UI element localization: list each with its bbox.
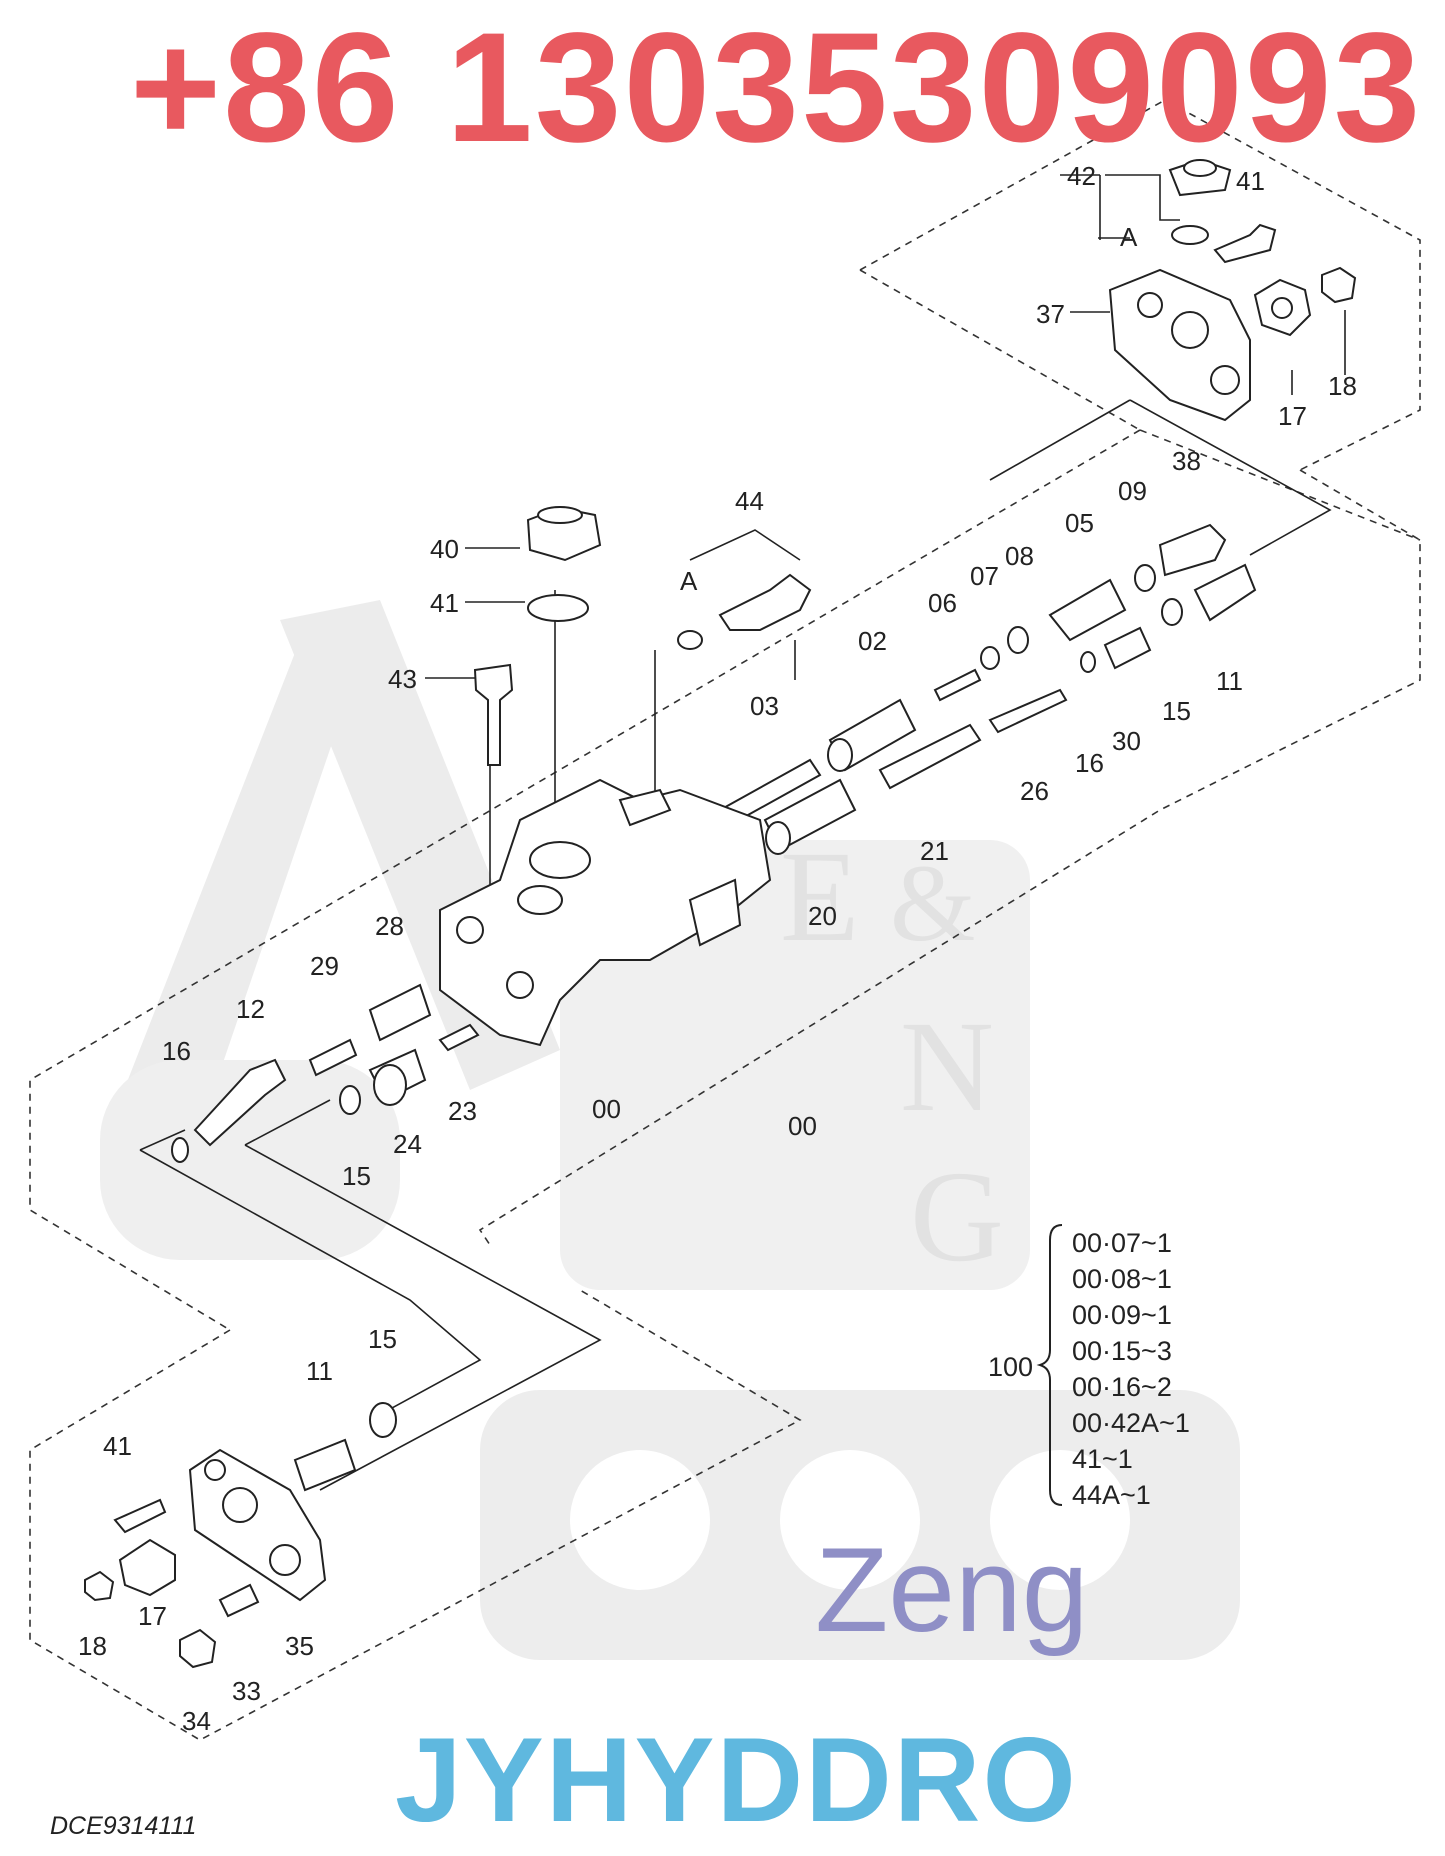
spring-11-lower [293, 1438, 357, 1492]
spring-11 [1193, 563, 1257, 622]
part-label: 17 [138, 1601, 167, 1631]
drawing-code: DCE9314111 [50, 1812, 197, 1840]
o-ring-a [1171, 225, 1209, 245]
spring-05 [1048, 578, 1127, 642]
dashed-boundaries [29, 99, 1421, 1741]
parts [84, 158, 1357, 1669]
bom-item: 00·15~3 [1072, 1336, 1172, 1366]
part-label: A [1120, 222, 1138, 252]
part-label: 26 [1020, 776, 1049, 806]
part-label: A [680, 566, 698, 596]
spring-28 [368, 983, 432, 1042]
part-label: 09 [1118, 476, 1147, 506]
part-label: 03 [750, 691, 779, 721]
part-label: 11 [1216, 666, 1243, 696]
bom-item: 41~1 [1072, 1444, 1133, 1474]
logo-letter-e: E [780, 825, 859, 969]
part-label: 15 [342, 1161, 371, 1191]
part-number-labels: 42 41 A 37 17 18 38 09 05 08 07 06 02 03… [78, 161, 1357, 1736]
part-label: 33 [232, 1676, 261, 1706]
part-label: 28 [375, 911, 404, 941]
spool-12 [193, 1058, 287, 1147]
bom-item: 00·42A~1 [1072, 1408, 1190, 1438]
watermark-zeng: Zeng [815, 1523, 1089, 1657]
part-label: 41 [1236, 166, 1265, 196]
bom-item: 44A~1 [1072, 1480, 1151, 1510]
spring-30 [1103, 626, 1152, 670]
sensor-44 [718, 573, 812, 631]
part-label: 40 [430, 534, 459, 564]
bolt-41-lower [113, 1498, 167, 1534]
nut-17-lower [118, 1538, 176, 1597]
part-label: 20 [808, 901, 837, 931]
part-label: 23 [448, 1096, 477, 1126]
bom-item: 00·16~2 [1072, 1372, 1172, 1402]
part-label: 24 [393, 1129, 422, 1159]
bom-brace [1036, 1224, 1063, 1506]
bom-group-number: 100 [988, 1352, 1034, 1382]
spring-29 [308, 1038, 358, 1077]
part-label: 08 [1005, 541, 1034, 571]
part-label: 15 [1162, 696, 1191, 726]
part-label: 42 [1067, 161, 1096, 191]
part-label: 15 [368, 1324, 397, 1354]
nut-18 [1321, 266, 1357, 304]
part-label: 29 [310, 951, 339, 981]
part-label: 34 [182, 1706, 211, 1736]
part-label: 35 [285, 1631, 314, 1661]
part-label: 18 [1328, 371, 1357, 401]
bom-item: 00·09~1 [1072, 1300, 1172, 1330]
part-label: 21 [920, 836, 949, 866]
label-leaders [425, 237, 1346, 679]
spool-26 [988, 688, 1068, 734]
part-label: 17 [1278, 401, 1307, 431]
nut-34 [179, 1628, 217, 1669]
part-label: 44 [735, 486, 764, 516]
part-label: 11 [306, 1356, 333, 1386]
part-label: 00 [788, 1111, 817, 1141]
logo-letter-amp: & [890, 842, 976, 964]
bolt-41 [1213, 223, 1277, 264]
part-label: 16 [162, 1036, 191, 1066]
part-label: 07 [970, 561, 999, 591]
plug-38 [1158, 523, 1227, 577]
logo-letter-n: N [900, 995, 994, 1139]
spool-21 [878, 723, 982, 790]
part-label: 02 [858, 626, 887, 656]
bom-list: 00·07~1 00·08~1 00·09~1 00·15~3 00·16~2 … [1072, 1225, 1190, 1513]
bom-item: 00·07~1 [1072, 1228, 1172, 1258]
nut-18-lower [84, 1570, 115, 1602]
spring-33 [218, 1583, 260, 1618]
bolt-43 [473, 663, 514, 766]
part-label: 16 [1075, 748, 1104, 778]
watermark-phone: +86 13035309093 [130, 1, 1423, 175]
part-label: 43 [388, 664, 417, 694]
o-ring-41 [527, 594, 589, 622]
part-label: 06 [928, 588, 957, 618]
part-label: 18 [78, 1631, 107, 1661]
part-label: 41 [103, 1431, 132, 1461]
part-label: 00 [592, 1094, 621, 1124]
part-label: 41 [430, 588, 459, 618]
part-label: 30 [1112, 726, 1141, 756]
watermark-brand: JYHYDDRO [395, 1713, 1078, 1847]
logo-letter-g: G [910, 1145, 1004, 1289]
bom-item: 00·08~1 [1072, 1264, 1172, 1294]
pin-23 [438, 1023, 480, 1052]
pin-06 [933, 668, 982, 702]
part-label: 05 [1065, 508, 1094, 538]
part-label: 38 [1172, 446, 1201, 476]
part-label: 37 [1036, 299, 1065, 329]
part-label: 12 [236, 994, 265, 1024]
